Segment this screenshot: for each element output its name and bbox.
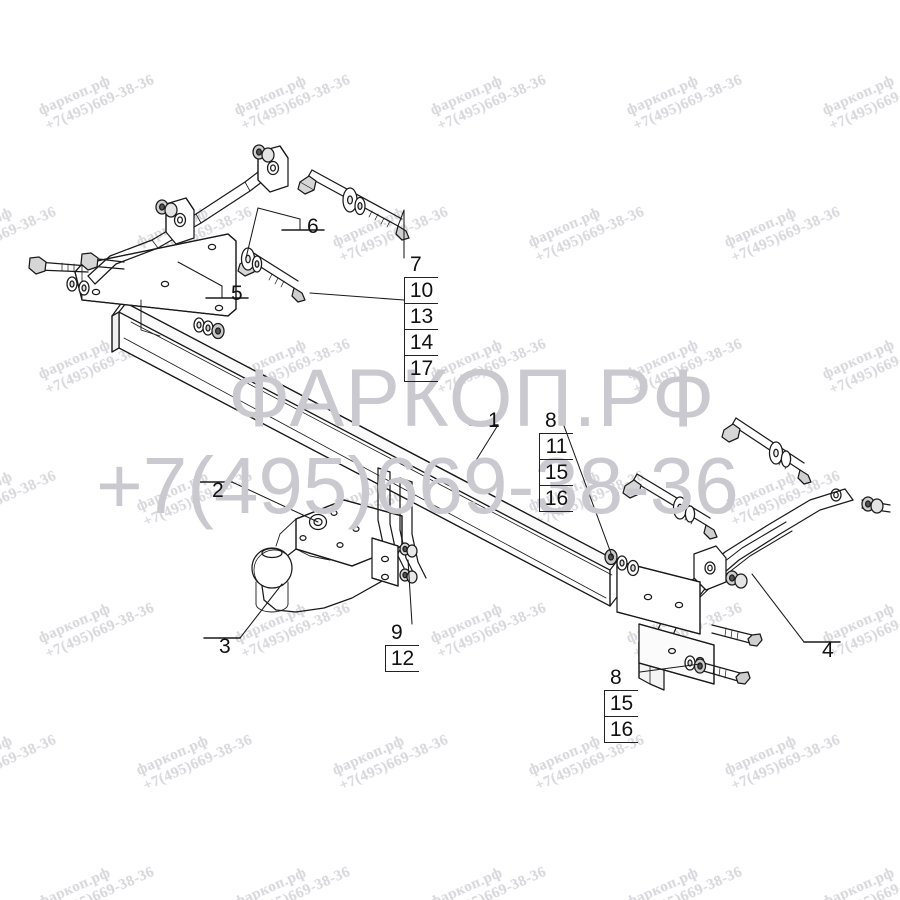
bolt-left-middle <box>80 252 125 271</box>
hardware-nut <box>399 568 418 584</box>
callout-5: 5 <box>231 282 243 305</box>
callout-stack-item: 13 <box>404 304 438 330</box>
hardware-nut-cluster-arm-top <box>252 144 275 163</box>
long-bolt-mid <box>237 247 306 303</box>
callout-3: 3 <box>219 635 231 658</box>
hardware-nut-right-mid <box>725 570 748 589</box>
callout-stack-item: 16 <box>539 486 573 512</box>
hardware-nut-cluster-left-top <box>155 199 178 218</box>
callout-stack-item: 16 <box>604 717 638 743</box>
callout-stack-item: 8 <box>604 665 638 691</box>
bolt-left-upper <box>28 256 90 296</box>
hardware-stack-beam-left <box>193 317 225 340</box>
callout-6: 6 <box>307 215 319 238</box>
bolt-right-top-lug <box>861 496 891 514</box>
leader-lines <box>177 207 841 673</box>
main-cross-beam <box>118 302 618 607</box>
beam-side-plate-left <box>371 537 418 587</box>
callout-stack-item: 15 <box>604 691 638 717</box>
bolt-right-foot-upper <box>711 624 763 647</box>
callout-stack-item: 12 <box>385 646 419 672</box>
callout-stack-item: 8 <box>539 408 573 434</box>
callout-stack-item: 9 <box>385 620 419 646</box>
long-bolt-right-upper <box>721 417 812 485</box>
callout-2: 2 <box>212 479 224 502</box>
callout-stack-item: 14 <box>404 330 438 356</box>
callout-stack-item: 7 <box>404 252 438 278</box>
callout-stack-item: 11 <box>539 434 573 460</box>
callout-stack-item: 17 <box>404 356 438 382</box>
callout-4: 4 <box>822 639 834 662</box>
callout-1: 1 <box>488 409 500 432</box>
long-bolt-upper <box>297 169 410 241</box>
hardware-nut <box>399 542 418 558</box>
callout-stack-item: 15 <box>539 460 573 486</box>
callout-stack-item: 10 <box>404 278 438 304</box>
long-bolt-right-lower <box>622 473 718 540</box>
bolt-right-foot-lower <box>684 655 751 685</box>
